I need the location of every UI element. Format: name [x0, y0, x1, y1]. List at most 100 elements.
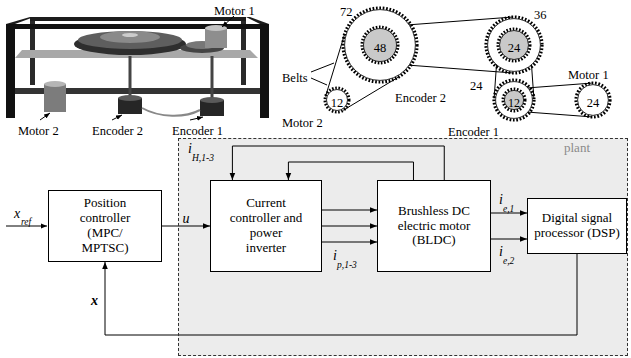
part-label: Motor 1	[214, 4, 255, 18]
signal-name: i	[333, 248, 337, 263]
signal-name: x	[14, 206, 20, 221]
block-label: Current controller and power inverter	[229, 196, 303, 256]
label-holder: 72	[340, 2, 353, 20]
label-holder: ref	[21, 211, 31, 229]
motor-box: Brushless DC electric motor (BLDC)	[377, 180, 491, 272]
signal-arrow	[288, 162, 413, 180]
shaft	[211, 56, 214, 100]
label-holder: i	[499, 242, 503, 260]
leader-line	[311, 78, 327, 85]
gear	[496, 82, 533, 119]
edge-label-holder: x	[91, 291, 98, 309]
shaft	[129, 56, 132, 98]
leader-line	[311, 63, 334, 72]
part-label: Belts	[282, 71, 308, 85]
label-holder: 12	[508, 93, 520, 111]
gear-teeth-number: 24	[508, 41, 521, 55]
label-holder: Encoder 1	[172, 121, 223, 139]
encoder-top	[118, 95, 142, 101]
gear-teeth	[325, 88, 349, 112]
gear	[504, 90, 523, 109]
label-holder: Encoder 1	[448, 122, 499, 140]
region-heading: plant	[564, 141, 590, 156]
part-label: Encoder 1	[448, 125, 499, 139]
block-label: Position controller (MPC/ MPTSC)	[68, 196, 142, 256]
frame-bar	[6, 17, 34, 24]
signal-subscript: e,2	[503, 256, 514, 266]
signal-subscript: ref	[21, 217, 31, 227]
label-holder: 12	[331, 93, 344, 111]
gear	[500, 31, 529, 60]
gear	[488, 19, 541, 72]
gear-teeth	[362, 27, 398, 63]
gear-teeth	[498, 29, 530, 61]
label-holder: 36	[534, 5, 547, 23]
gear-hub	[122, 33, 138, 37]
gear-teeth	[494, 80, 534, 120]
label-holder: H,1-3	[192, 147, 214, 165]
gear-teeth	[343, 8, 417, 82]
belt	[343, 77, 399, 111]
edge-label-holder: u	[183, 209, 190, 227]
gear	[364, 29, 397, 62]
gear-teeth-number: 72	[340, 5, 353, 19]
block-label: Digital signal processor (DSP)	[534, 211, 620, 241]
label-holder: 24	[587, 93, 600, 111]
signal-arrow	[105, 254, 577, 335]
apparatus-photo	[6, 16, 269, 120]
gear-teeth-number: 12	[331, 96, 344, 110]
leader-arrow	[40, 113, 50, 120]
gear	[327, 90, 348, 111]
part-label: Motor 1	[568, 68, 609, 82]
label-holder: e,2	[503, 250, 514, 268]
signal-subscript: p,1-3	[337, 260, 357, 270]
signal-name: i	[188, 141, 192, 156]
label-holder: Belts	[282, 68, 308, 86]
label-holder: Motor 1	[214, 1, 255, 19]
signal-arrow	[491, 239, 527, 240]
plant-region: plantCurrent controller and power invert…	[178, 138, 628, 356]
gear-wheel	[78, 31, 182, 49]
label-holder: p,1-3	[337, 254, 357, 272]
label-holder: Motor 2	[18, 121, 59, 139]
gear-teeth-number: 48	[374, 41, 387, 55]
belt-drive-sketch	[311, 8, 610, 120]
cable	[142, 108, 200, 116]
label-holder: Motor 1	[568, 65, 609, 83]
signal-subscript: e,1	[503, 204, 514, 214]
gear-teeth	[576, 83, 610, 117]
part-label: Encoder 2	[395, 91, 446, 105]
frame-bar	[6, 24, 269, 29]
signal-name: u	[183, 211, 190, 226]
block-label: Brushless DC electric motor (BLDC)	[389, 204, 479, 249]
signal-arrow	[322, 210, 377, 211]
processor-box: Digital signal processor (DSP)	[527, 198, 627, 254]
part-label: Encoder 2	[92, 124, 143, 138]
gear-teeth-number: 24	[470, 79, 483, 93]
signal-arrow	[232, 146, 444, 180]
frame-bar	[30, 17, 246, 21]
signal-name: i	[499, 192, 503, 207]
gear-teeth	[503, 89, 525, 111]
part-label: Motor 2	[282, 116, 323, 130]
label-holder: e,1	[503, 198, 514, 216]
gear	[345, 10, 416, 81]
label-holder: Encoder 2	[395, 88, 446, 106]
signal-arrow	[322, 242, 377, 243]
label-holder: Motor 2	[282, 113, 323, 131]
controller-box: Position controller (MPC/ MPTSC)	[48, 190, 162, 262]
part-label: Encoder 1	[172, 124, 223, 138]
gear-teeth-number: 24	[587, 96, 600, 110]
label-holder: i	[499, 190, 503, 208]
frame-leg	[6, 24, 15, 118]
signal-arrow	[322, 226, 377, 227]
label-holder: i	[333, 246, 337, 264]
label-holder: Encoder 2	[92, 121, 143, 139]
label-holder: 24	[508, 38, 521, 56]
gear-teeth	[486, 17, 542, 73]
signal-subscript: H,1-3	[192, 153, 214, 163]
gear	[578, 85, 609, 116]
signal-name: x	[91, 293, 98, 308]
motor-top	[44, 81, 66, 87]
gear-wheel	[100, 31, 160, 43]
